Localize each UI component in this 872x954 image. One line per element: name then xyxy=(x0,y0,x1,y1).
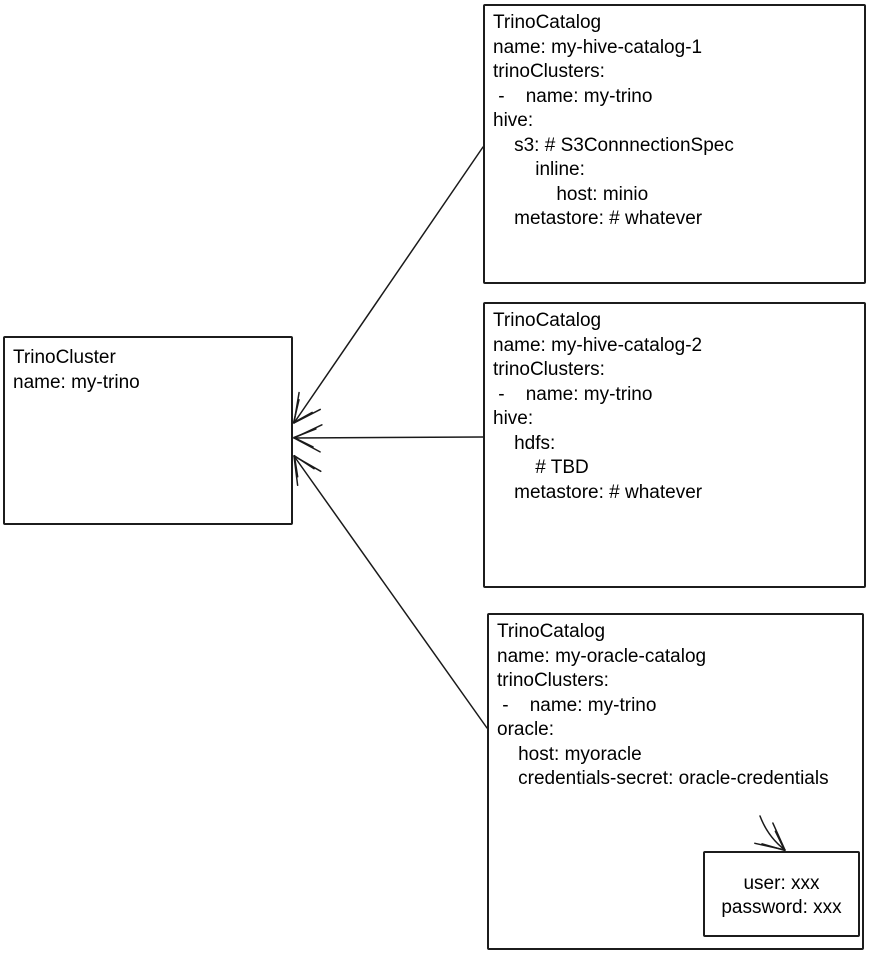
node-trino-catalog-oracle[interactable]: TrinoCatalog name: my-oracle-catalog tri… xyxy=(487,613,864,950)
node-text-line: user: xxx xyxy=(743,872,820,894)
node-text-line: name: my-hive-catalog-1 xyxy=(493,36,703,58)
node-oracle-credentials-secret[interactable]: user: xxx password: xxx xyxy=(703,851,860,937)
node-text-line: credentials-secret: oracle-credentials xyxy=(497,768,829,789)
node-text-line: oracle: xyxy=(497,719,555,740)
node-text-line: trinoClusters: xyxy=(497,670,609,691)
node-text-line: password: xxx xyxy=(721,897,842,918)
node-text-line: host: minio xyxy=(493,183,649,205)
node-text-line: inline: xyxy=(493,159,585,180)
node-text-line: hive: xyxy=(493,408,534,429)
node-text-line: s3: # S3ConnnectionSpec xyxy=(493,134,734,156)
node-text-line: name: my-hive-catalog-2 xyxy=(493,334,703,356)
node-text-line: - name: my-trino xyxy=(493,383,653,405)
node-text-line: # TBD xyxy=(493,457,589,478)
node-text-line: name: my-trino xyxy=(13,371,140,393)
node-trino-catalog-hive-2[interactable]: TrinoCatalog name: my-hive-catalog-2 tri… xyxy=(483,302,866,588)
node-text-line: - name: my-trino xyxy=(493,85,653,107)
node-text-line: - name: my-trino xyxy=(497,694,657,716)
edge-catalog2-to-cluster[interactable] xyxy=(293,424,484,453)
node-text-line: TrinoCatalog xyxy=(493,310,602,331)
node-text-line: name: my-oracle-catalog xyxy=(497,645,707,667)
node-text-line: TrinoCatalog xyxy=(497,621,606,642)
node-trino-catalog-hive-1[interactable]: TrinoCatalog name: my-hive-catalog-1 tri… xyxy=(483,4,866,284)
node-text-line: trinoClusters: xyxy=(493,359,605,380)
node-trino-cluster[interactable]: TrinoCluster name: my-trino xyxy=(3,336,293,525)
edge-catalog3-to-cluster[interactable] xyxy=(293,454,488,729)
node-text-line: trinoClusters: xyxy=(493,61,605,82)
node-text-line: TrinoCluster xyxy=(13,347,116,368)
node-text-line: metastore: # whatever xyxy=(493,208,703,229)
node-text-line: metastore: # whatever xyxy=(493,481,703,503)
node-text-line: hive: xyxy=(493,110,534,131)
edge-catalog1-to-cluster[interactable] xyxy=(292,146,484,424)
node-text-line: TrinoCatalog xyxy=(493,12,602,33)
node-text-line: host: myoracle xyxy=(497,743,642,765)
node-text-line: hdfs: xyxy=(493,432,556,454)
